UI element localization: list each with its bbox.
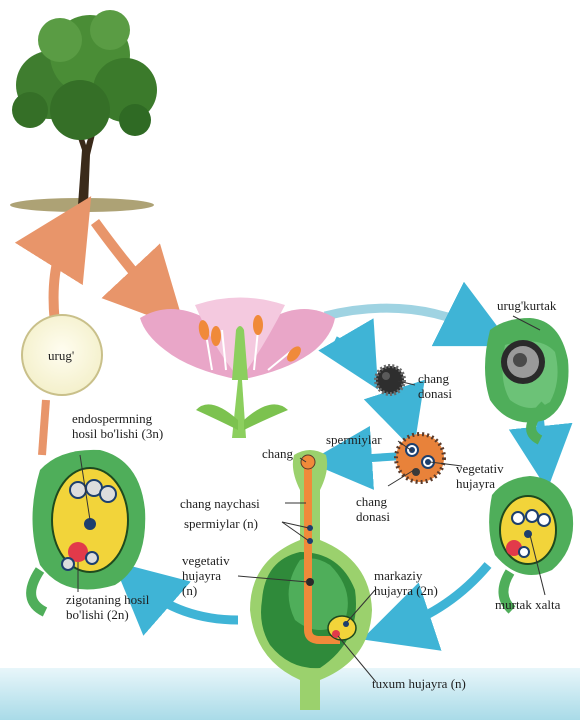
- fertilized-ovule: [31, 450, 145, 612]
- arrow-flower-to-ovule: [325, 308, 480, 330]
- label-seed: urug': [48, 348, 74, 363]
- arrow-ovule-to-embryo-sac: [540, 420, 544, 458]
- label-pollen-grain-germinating: chang donasi: [356, 494, 390, 524]
- water-band: [0, 668, 580, 720]
- label-embryo-sac: murtak xalta: [495, 597, 560, 612]
- arrow-pollen-to-germinating: [396, 395, 404, 420]
- label-vegetative-cell: vegetativ hujayra: [456, 461, 504, 491]
- label-central-cell: markaziy hujayra (2n): [374, 568, 438, 598]
- label-zygote-formation: zigotaning hosil bo'lishi (2n): [66, 592, 149, 622]
- tree-icon: [10, 10, 157, 212]
- label-sperm-cells-n: spermiylar (n): [184, 516, 258, 531]
- arrow-pollen-to-pistil: [340, 456, 403, 460]
- label-pollen-tube: chang naychasi: [180, 496, 260, 511]
- arrow-ovule-to-seed: [42, 400, 46, 455]
- label-vegetative-cell-n: vegetativ hujayra (n): [182, 553, 230, 598]
- label-sperm-cells: spermiylar: [326, 432, 382, 447]
- embryo-sac-ovule: [489, 476, 573, 610]
- label-endosperm-formation: endospermning hosil bo'lishi (3n): [72, 411, 163, 441]
- pollen-grain-icon: [376, 366, 404, 394]
- label-pollen-grain: chang donasi: [418, 371, 452, 401]
- ovule-icon: [485, 318, 569, 440]
- germinating-pollen-grain: [396, 434, 444, 482]
- label-egg-cell: tuxum hujayra (n): [372, 676, 466, 691]
- arrow-flower-to-pollen: [335, 340, 362, 362]
- label-ovule: urug'kurtak: [497, 298, 556, 313]
- flower-icon: [140, 298, 335, 439]
- label-pollen: chang: [262, 446, 293, 461]
- arrow-tree-to-flower: [95, 222, 158, 300]
